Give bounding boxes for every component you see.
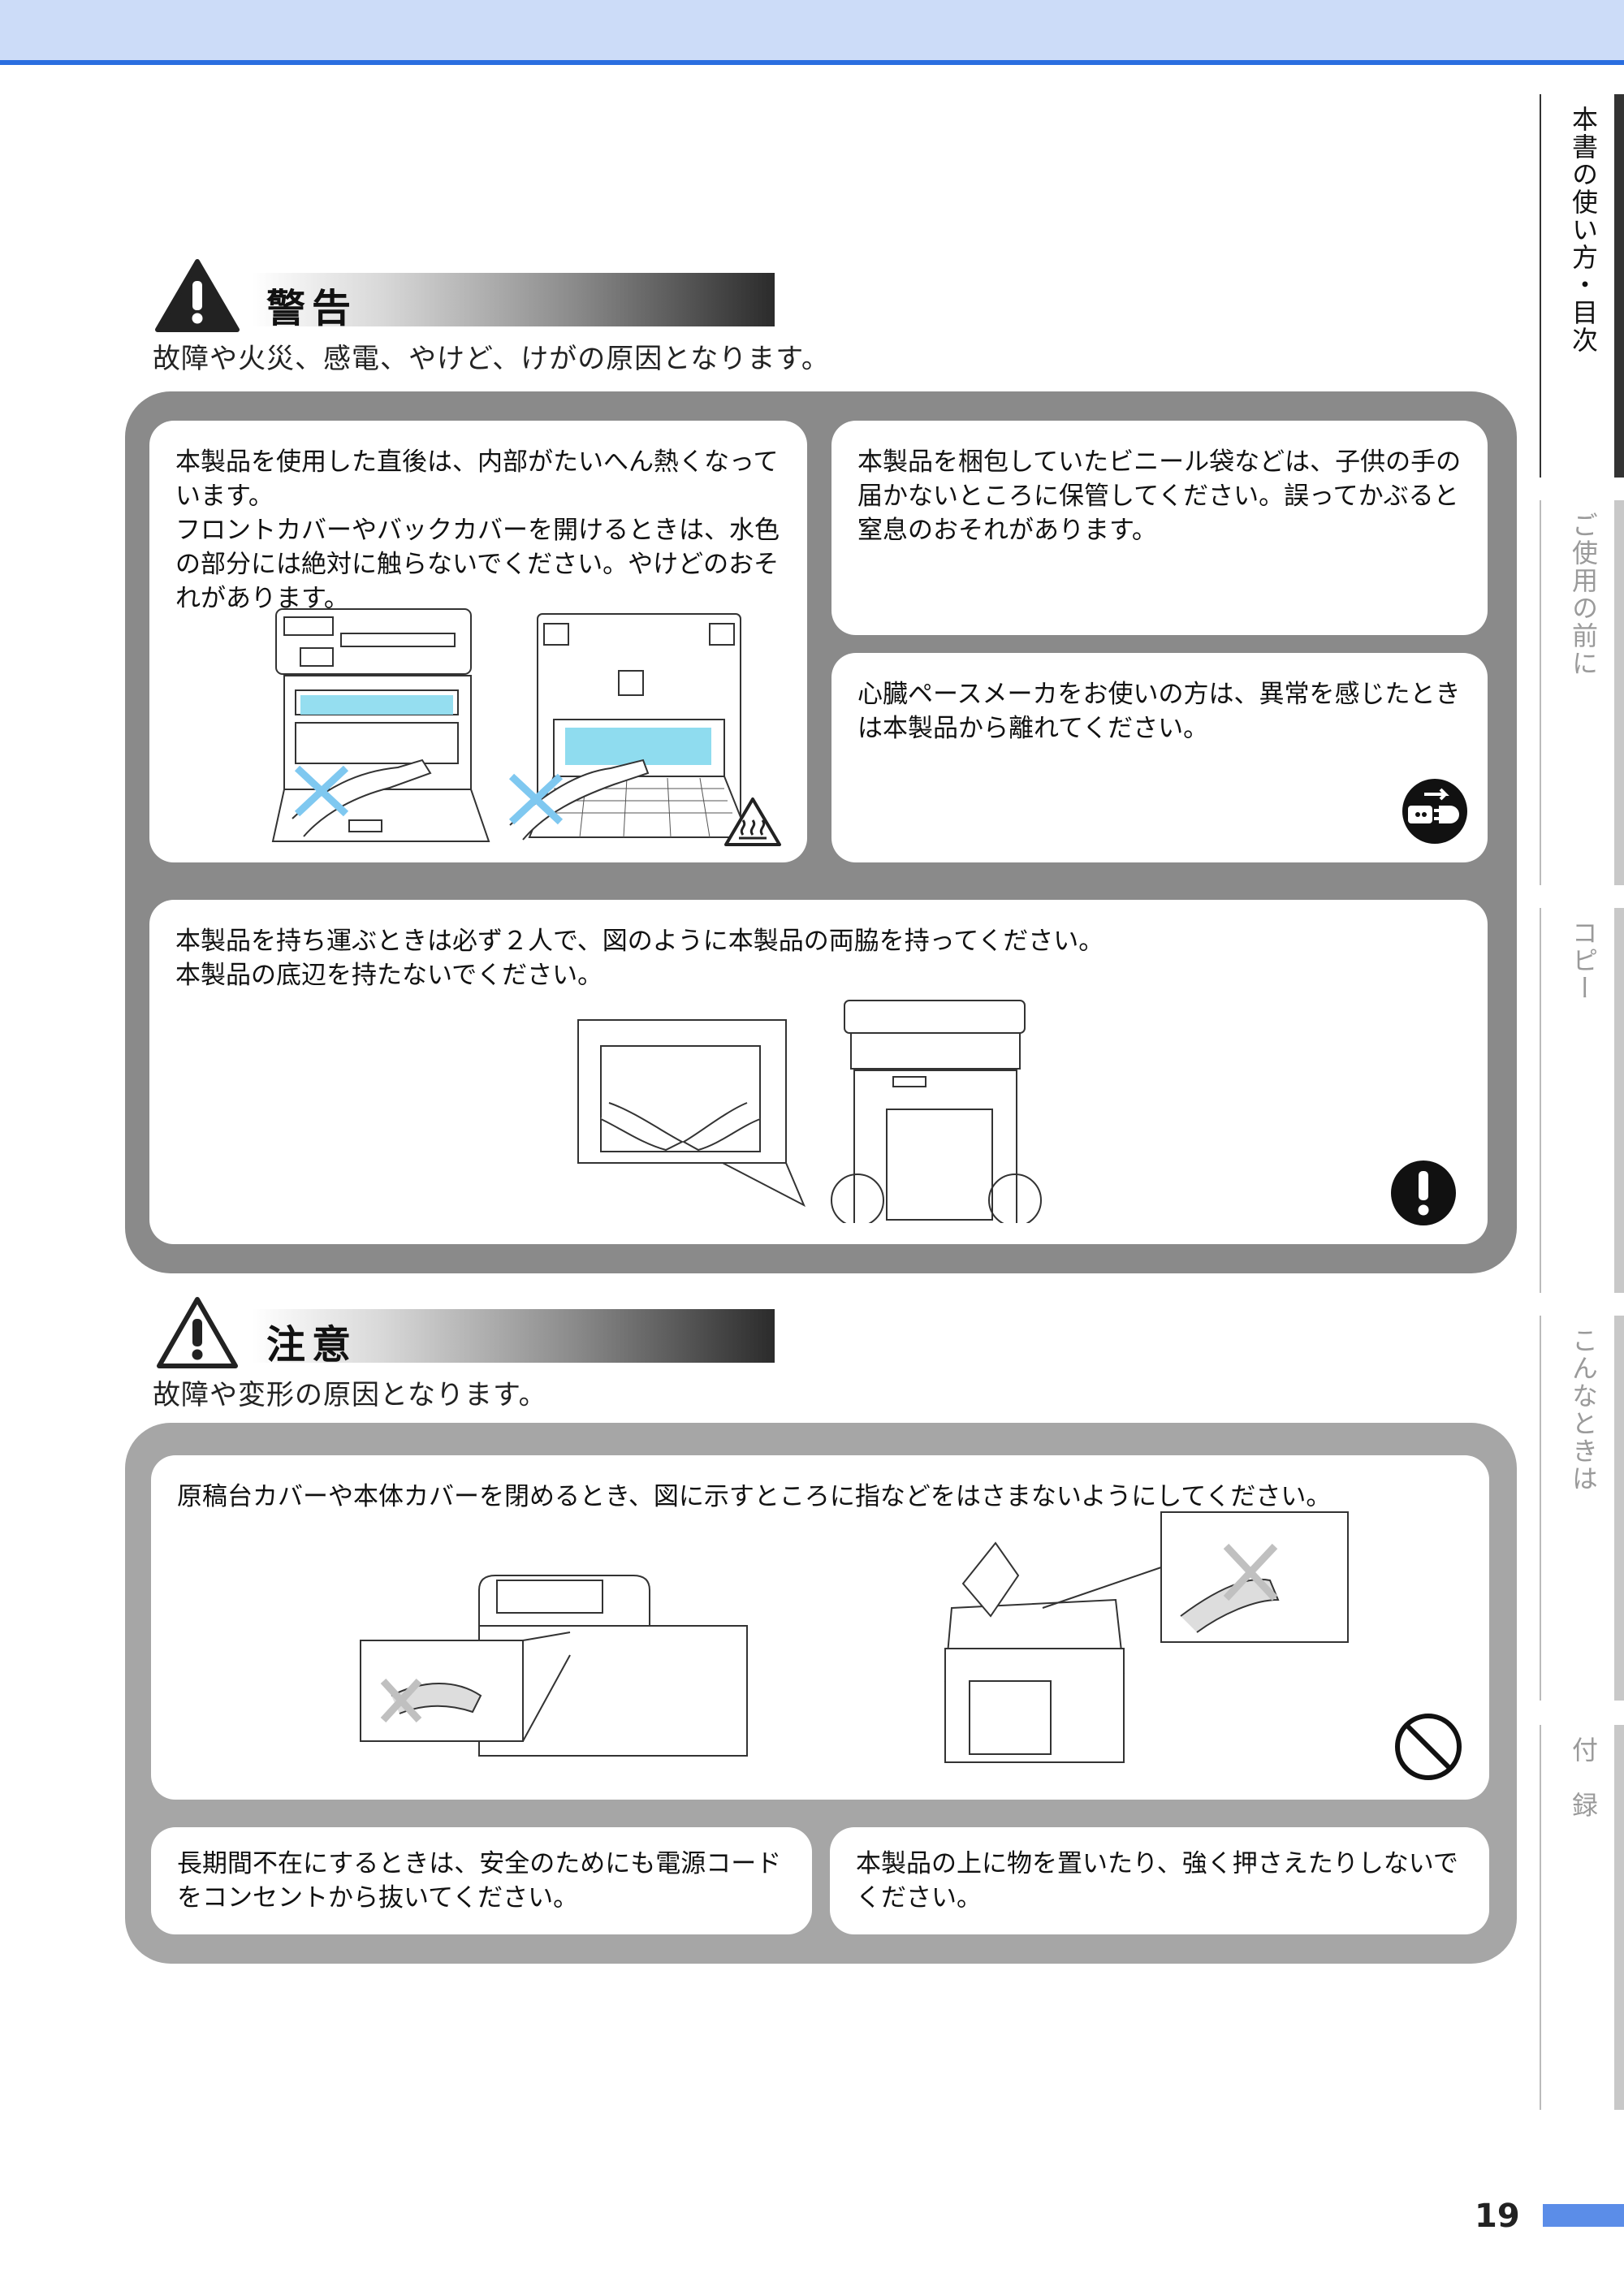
warning-card-text: 本製品を使用した直後は、内部がたいへん熱くなっています。 フロントカバーやバック…: [175, 447, 780, 613]
page-number-bar: [1543, 2204, 1624, 2227]
mandatory-icon: [1391, 1160, 1456, 1225]
warning-card-carrying: 本製品を持ち運ぶときは必ず２人で、図のように本製品の両脇を持ってください。 本製…: [149, 900, 1488, 1244]
printer-back-open-illustration: [508, 613, 750, 841]
carrying-illustration: [577, 1000, 1042, 1223]
caution-header: 注意: [154, 1297, 775, 1368]
warning-card-text: 心臓ペースメーカをお使いの方は、異常を感じたときは本製品から離れてください。: [857, 680, 1461, 743]
caution-card-text: 本製品の上に物を置いたり、強く押さえたりしないでください。: [856, 1849, 1458, 1912]
page-number: 19: [1475, 2198, 1520, 2235]
side-tab-label: こんなときは: [1568, 1327, 1599, 1493]
caution-triangle-icon: [157, 1297, 238, 1368]
caution-description: 故障や変形の原因となります。: [153, 1379, 547, 1411]
warning-card-text: 本製品を梱包していたビニール袋などは、子供の手の届かないところに保管してください…: [857, 447, 1462, 545]
warning-title: 警告: [266, 286, 358, 331]
warning-container: 本製品を使用した直後は、内部がたいへん熱くなっています。 フロントカバーやバック…: [125, 391, 1517, 1273]
hot-surface-icon: [724, 797, 781, 846]
side-tab-label: 付 録: [1568, 1736, 1599, 1819]
side-tab-label: 本書の使い方・目次: [1568, 106, 1599, 354]
caution-card-text: 長期間不在にするときは、安全のためにも電源コードをコンセントから抜いてください。: [177, 1849, 782, 1912]
warning-description: 故障や火災、感電、やけど、けがの原因となります。: [153, 343, 830, 375]
warning-header: 警告: [154, 259, 775, 332]
printer-front-open-illustration: [271, 608, 490, 842]
top-accent-line: [0, 60, 1624, 65]
unplug-icon: [1402, 779, 1467, 844]
warning-card-pacemaker: 心臓ペースメーカをお使いの方は、異常を感じたときは本製品から離れてください。: [831, 653, 1488, 862]
caution-card-text: 原稿台カバーや本体カバーを閉めるとき、図に示すところに指などをはさまないようにし…: [177, 1482, 1332, 1511]
warning-card-plastic-bag: 本製品を梱包していたビニール袋などは、子供の手の届かないところに保管してください…: [831, 421, 1488, 635]
warning-triangle-icon: [155, 259, 240, 332]
document-cover-pinch-illustration: [944, 1511, 1349, 1763]
prohibited-icon: [1395, 1714, 1462, 1780]
side-tab-label: ご使用の前に: [1568, 512, 1599, 677]
caution-card-no-objects: 本製品の上に物を置いたり、強く押さえたりしないでください。: [830, 1827, 1489, 1934]
side-tab-label: コピー: [1568, 919, 1599, 1002]
caution-title: 注意: [266, 1322, 358, 1368]
side-tab-troubleshooting[interactable]: こんなときは: [1540, 1316, 1624, 1701]
caution-container: 原稿台カバーや本体カバーを閉めるとき、図に示すところに指などをはさまないようにし…: [125, 1423, 1517, 1964]
top-band: [0, 0, 1624, 60]
side-tab-copy[interactable]: コピー: [1540, 908, 1624, 1293]
side-tab-before-use[interactable]: ご使用の前に: [1540, 500, 1624, 885]
side-tab-contents[interactable]: 本書の使い方・目次: [1540, 94, 1624, 478]
rear-cover-pinch-illustration: [360, 1575, 748, 1757]
caution-card-unplug: 長期間不在にするときは、安全のためにも電源コードをコンセントから抜いてください。: [151, 1827, 812, 1934]
side-tab-appendix[interactable]: 付 録: [1540, 1725, 1624, 2110]
warning-card-text: 本製品を持ち運ぶときは必ず２人で、図のように本製品の両脇を持ってください。 本製…: [175, 927, 1104, 990]
